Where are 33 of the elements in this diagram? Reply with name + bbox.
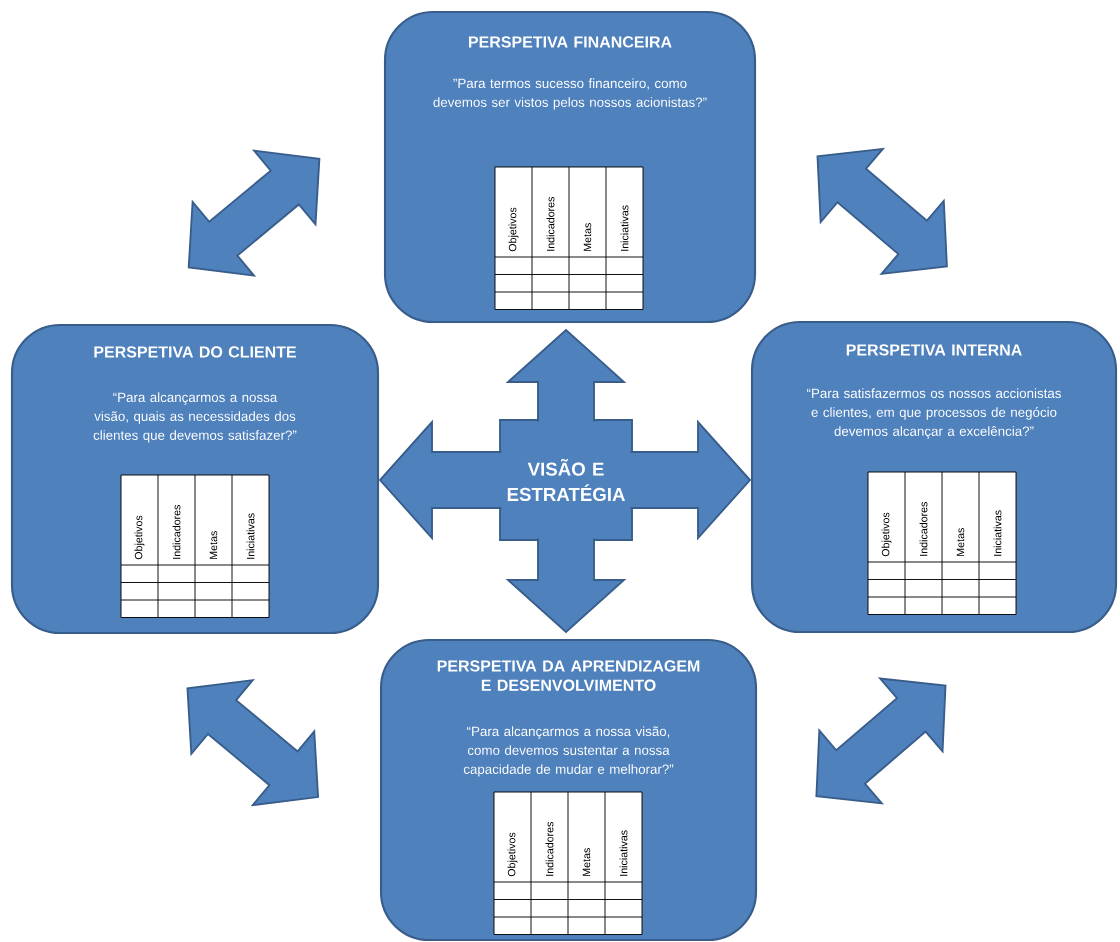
column-header: Iniciativas <box>619 830 628 876</box>
column-header: Iniciativas <box>993 510 1002 556</box>
question: “Para alcançarmos a nossa visão, como devemos sustentar a nossa capacidade de mudar e melhorar?” <box>463 726 674 777</box>
column-header: Indicadores <box>546 197 555 251</box>
heading: PERSPETIVA INTERNA <box>846 344 1022 356</box>
column-header: Indicadores <box>172 505 181 559</box>
column-header: Indicadores <box>919 502 928 556</box>
arrow <box>505 328 627 423</box>
column-header: Objetivos <box>508 207 519 252</box>
column-header: Metas <box>956 528 965 556</box>
column-header: Metas <box>582 848 591 876</box>
column-header: Objetivos <box>134 515 145 560</box>
question: “Para satisfazermos os nossos accionistas e clientes, em que processos de negócio devemos alcançar a excelência?” <box>807 388 1061 439</box>
heading: PERSPETIVA DA APRENDIZAGEM E DESENVOLVIMENTO <box>437 660 700 691</box>
arrow <box>629 419 752 541</box>
column-header: Objetivos <box>507 832 518 877</box>
question: “Para alcançarmos a nossa visão, quais as necessidades dos clientes que devemos satisfazer?” <box>93 392 297 443</box>
arrow <box>378 419 503 541</box>
double-arrow <box>186 678 320 807</box>
double-arrow <box>187 149 321 277</box>
heading: PERSPETIVA DO CLIENTE <box>94 346 296 358</box>
double-arrow <box>815 677 947 805</box>
column-header: Metas <box>209 531 218 559</box>
column-header: Indicadores <box>545 822 554 876</box>
double-arrow <box>816 147 948 276</box>
column-header: Iniciativas <box>620 205 629 251</box>
column-header: Iniciativas <box>246 513 255 559</box>
question: ”Para termos sucesso financeiro, como devemos ser vistos pelos nossos acionistas?” <box>433 78 707 110</box>
heading: PERSPETIVA FINANCEIRA <box>469 36 672 48</box>
center-block: VISÃO E ESTRATÉGIA <box>499 419 633 541</box>
arrow <box>505 537 627 634</box>
column-header: Metas <box>583 223 592 251</box>
column-header: Objetivos <box>881 512 892 557</box>
